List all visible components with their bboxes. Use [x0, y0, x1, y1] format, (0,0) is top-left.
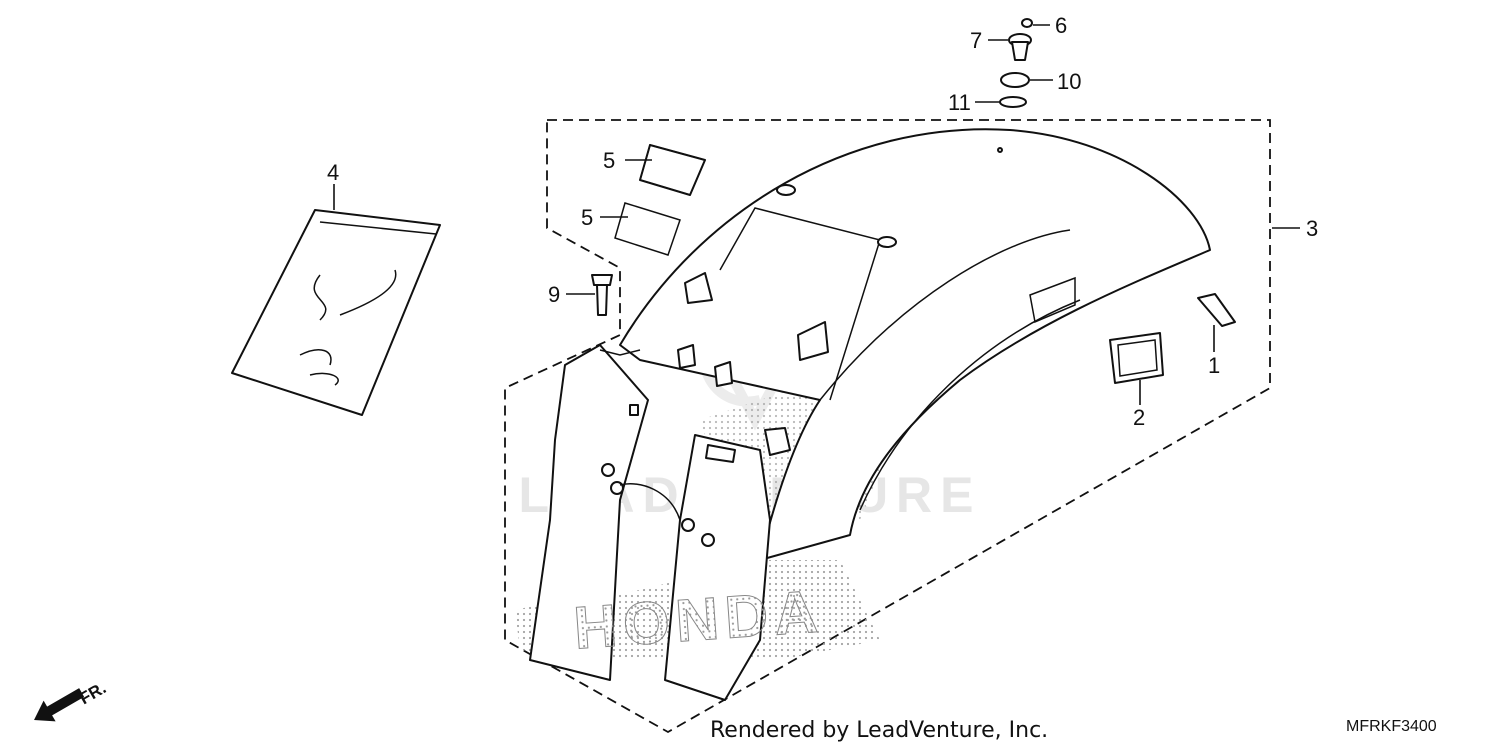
pouch-bag-part	[231, 209, 441, 416]
front-direction-arrow-icon	[34, 688, 85, 722]
rear-fender-part	[619, 128, 1211, 561]
small-bracket	[1197, 293, 1236, 327]
callout-5b: 5	[581, 205, 593, 230]
leader-lines	[333, 24, 1300, 405]
callout-11: 11	[948, 90, 971, 115]
callout-6: 6	[1055, 13, 1067, 38]
hardware-stack	[999, 18, 1033, 108]
diagram-code: MFRKF3400	[1346, 718, 1437, 735]
callout-5a: 5	[603, 148, 615, 173]
callout-10: 10	[1057, 69, 1081, 94]
reflector-lower	[614, 202, 681, 256]
callout-9: 9	[548, 282, 560, 307]
front-direction-label: FR.	[76, 678, 109, 708]
callout-7: 7	[970, 28, 982, 53]
callout-2: 2	[1133, 405, 1145, 430]
assembly-bracket	[504, 119, 1271, 734]
rear-reflector	[1109, 332, 1164, 384]
reflector-upper	[639, 144, 707, 196]
left-mudflap	[529, 344, 649, 681]
callout-3: 3	[1306, 216, 1318, 241]
callout-4: 4	[327, 160, 339, 185]
trim-clip	[591, 274, 613, 316]
callout-1: 1	[1208, 353, 1220, 378]
credit-text: Rendered by LeadVenture, Inc.	[710, 718, 1049, 743]
right-mudflap	[619, 427, 791, 701]
